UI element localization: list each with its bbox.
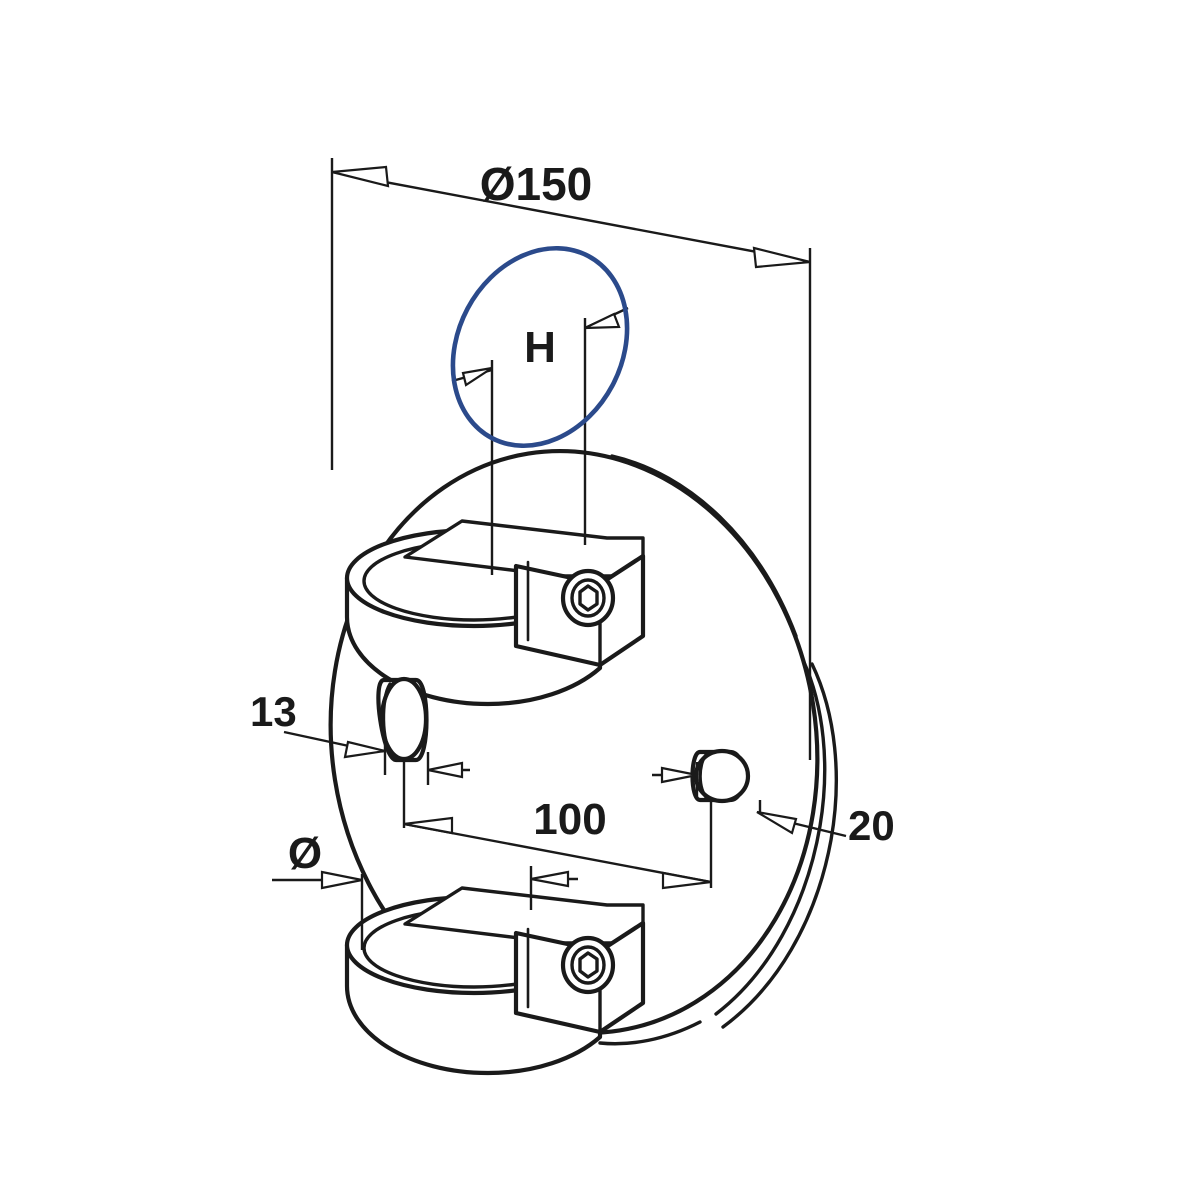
dimension-outer-diameter: Ø150: [330, 158, 812, 760]
dimension-pin-offset-13: 13: [250, 688, 387, 775]
od-arrow-left-icon: [331, 165, 390, 188]
upper-tube-clamp: [344, 519, 646, 707]
upper-screw-hex-socket-icon: [578, 584, 599, 612]
dimension-label-outer-diameter: Ø150: [480, 158, 593, 210]
dimension-height-h: H: [450, 245, 630, 575]
dimension-label-pin-spacing: 100: [533, 795, 606, 844]
h-arrow-right-icon: [584, 312, 621, 330]
lower-tube-clamp: [344, 886, 646, 1076]
od-arrow-right-icon: [752, 246, 811, 269]
d100-dimension-line: [403, 822, 712, 884]
dimension-label-height: H: [524, 323, 556, 372]
d100-arrow-left-icon: [403, 816, 454, 835]
disc-rim-arc-outer: [721, 662, 838, 1029]
d20-arrow-right-icon: [756, 810, 798, 835]
d100-ref-arrow-icon: [530, 870, 570, 888]
dimension-label-pin-diameter: 20: [848, 802, 895, 849]
dimension-bore-diameter: Ø: [272, 829, 364, 950]
d100-arrow-right-icon: [661, 871, 712, 890]
dimension-pin-diameter-20: 20: [652, 762, 895, 849]
od-dimension-line: [331, 170, 811, 264]
disc-back-edge-bottom: [598, 1020, 702, 1046]
od-bore-arrow-icon: [320, 870, 363, 890]
d13-arrow-right-icon: [427, 761, 464, 779]
dimension-100-reference-arrow: [529, 866, 578, 910]
d20-arrow-left-icon: [660, 766, 698, 784]
pin-boss-left: [376, 676, 429, 763]
disc-rim-arc-mid: [714, 658, 827, 1016]
lower-screw-hex-socket-icon: [578, 951, 599, 979]
pin-boss-right: [690, 748, 751, 804]
pin-boss-right-inner-arc: [698, 753, 709, 800]
h-arrow-left-icon: [461, 366, 493, 387]
pin-boss-left-inner-arc: [381, 682, 394, 757]
disc-rim-arc-top: [610, 454, 798, 638]
dimension-label-bore-diameter: Ø: [288, 829, 322, 878]
dimension-pin-offset-13-opposite: [426, 752, 470, 785]
h-highlight-ellipse: [450, 245, 630, 449]
d13-arrow-icon: [343, 740, 386, 759]
dimension-pin-spacing-100: 100: [402, 758, 713, 890]
dimension-label-pin-offset: 13: [250, 688, 297, 735]
